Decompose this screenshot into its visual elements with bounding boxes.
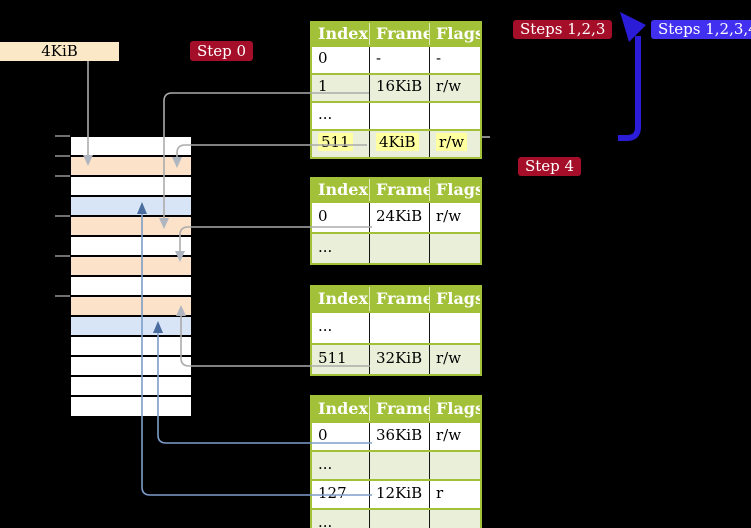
- cell-frame: [369, 452, 429, 479]
- cell-frame: [369, 510, 429, 528]
- page-table-2: Index Frame Flags 0 24KiB r/w ...: [310, 177, 482, 265]
- cell-flags: [429, 103, 480, 129]
- header-flags: Flags: [429, 287, 480, 311]
- page-table-1: Index Frame Flags 0 - - 1 16KiB r/w ... …: [310, 21, 482, 159]
- table-row: 511 32KiB r/w: [312, 342, 480, 374]
- cell-index: ...: [318, 238, 333, 256]
- table-row: 0 24KiB r/w: [312, 201, 480, 232]
- cell-index: 1: [318, 77, 328, 95]
- header-flags: Flags: [429, 397, 480, 421]
- cell-frame: 16KiB: [369, 75, 429, 101]
- memory-row: [71, 397, 191, 417]
- cell-index: ...: [318, 455, 333, 473]
- header-frame: Frame: [369, 397, 429, 421]
- memory-row: [71, 337, 191, 357]
- cell-flags: [429, 313, 480, 343]
- cell-frame: 24KiB: [369, 203, 429, 232]
- cell-index: 0: [318, 49, 328, 67]
- table-header-row: Index Frame Flags: [312, 397, 480, 421]
- memory-row: [71, 157, 191, 177]
- table-header-row: Index Frame Flags: [312, 287, 480, 311]
- physical-memory-column: [70, 136, 192, 418]
- cell-frame: 32KiB: [369, 344, 429, 374]
- memory-ticks: [55, 135, 70, 297]
- memory-row: [71, 137, 191, 157]
- cell-flags: [429, 234, 480, 263]
- table-row: 127 12KiB r: [312, 479, 480, 508]
- cell-frame: 4KiB: [369, 131, 429, 157]
- cell-flags: r: [429, 481, 480, 508]
- cell-index: 511: [318, 348, 347, 367]
- cell-frame: 12KiB: [369, 481, 429, 508]
- cell-flags: r/w: [429, 203, 480, 232]
- badge-steps-1-2-3-4: Steps 1,2,3,4: [651, 20, 751, 39]
- memory-row: [71, 237, 191, 257]
- recursive-mapping-arrow-icon: [618, 12, 646, 141]
- badge-steps-1-2-3: Steps 1,2,3: [513, 20, 613, 39]
- cell-index: 0: [318, 207, 328, 225]
- cell-index: ...: [318, 513, 333, 528]
- page-table-4: Index Frame Flags 0 36KiB r/w ... 127 12…: [310, 395, 482, 528]
- cell-flags: r/w: [429, 75, 480, 101]
- cell-flags: r/w: [429, 423, 480, 450]
- memory-row: [71, 277, 191, 297]
- cell-flags: [429, 452, 480, 479]
- cell-flags: -: [429, 47, 480, 73]
- table-header-row: Index Frame Flags: [312, 23, 480, 45]
- header-flags: Flags: [429, 179, 480, 201]
- table-header-row: Index Frame Flags: [312, 179, 480, 201]
- table-row: ...: [312, 232, 480, 263]
- table-row: ...: [312, 311, 480, 343]
- cell-flags: r/w: [429, 131, 480, 157]
- cell-index: 511: [312, 131, 369, 157]
- page-size-label: 4KiB: [0, 42, 119, 61]
- cell-frame: [369, 313, 429, 343]
- cell-frame: -: [369, 47, 429, 73]
- table-row-highlighted: 511 4KiB r/w: [312, 129, 480, 157]
- table-row: ...: [312, 450, 480, 479]
- memory-row: [71, 317, 191, 337]
- memory-row: [71, 357, 191, 377]
- cell-frame: [369, 234, 429, 263]
- memory-row: [71, 177, 191, 197]
- cell-index: ...: [318, 317, 333, 335]
- memory-row: [71, 217, 191, 237]
- header-frame: Frame: [369, 23, 429, 45]
- header-index: Index: [318, 180, 369, 199]
- cell-index: 127: [318, 484, 347, 502]
- cell-frame: 36KiB: [369, 423, 429, 450]
- badge-step-0: Step 0: [190, 41, 254, 61]
- header-flags: Flags: [429, 23, 480, 45]
- memory-row: [71, 197, 191, 217]
- header-index: Index: [318, 289, 369, 308]
- memory-row: [71, 297, 191, 317]
- table-row: 1 16KiB r/w: [312, 73, 480, 101]
- cell-frame: [369, 103, 429, 129]
- badge-step-4: Step 4: [518, 157, 582, 176]
- cell-flags: r/w: [429, 344, 480, 374]
- header-frame: Frame: [369, 179, 429, 201]
- table-row: 0 - -: [312, 45, 480, 73]
- cell-index: ...: [318, 105, 333, 123]
- page-table-3: Index Frame Flags ... 511 32KiB r/w: [310, 285, 482, 376]
- cell-flags: [429, 510, 480, 528]
- header-index: Index: [318, 24, 369, 43]
- table-row: ...: [312, 508, 480, 528]
- table-row: 0 36KiB r/w: [312, 421, 480, 450]
- memory-row: [71, 257, 191, 277]
- memory-row: [71, 377, 191, 397]
- header-index: Index: [318, 399, 369, 418]
- header-frame: Frame: [369, 287, 429, 311]
- table-row: ...: [312, 101, 480, 129]
- cell-index: 0: [318, 426, 328, 444]
